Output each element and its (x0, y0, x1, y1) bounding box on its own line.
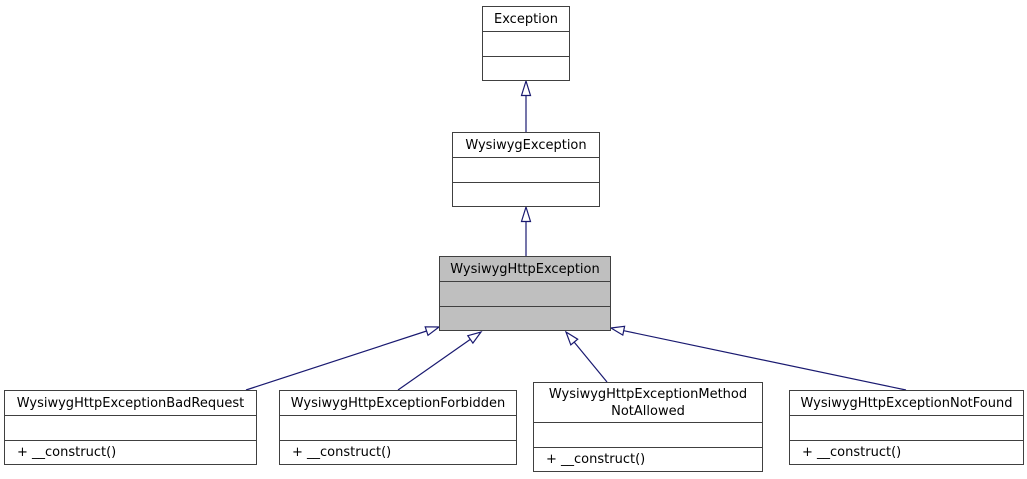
class-methods-compartment (453, 183, 599, 206)
class-title: Exception (483, 7, 569, 32)
class-title: WysiwygHttpExceptionMethod NotAllowed (534, 383, 762, 423)
class-attributes-compartment (440, 282, 610, 307)
class-node-wysiwyghttpexceptionbadrequest[interactable]: WysiwygHttpExceptionBadRequest + __const… (4, 390, 257, 465)
class-methods-compartment (483, 57, 569, 80)
class-node-wysiwyghttpexception[interactable]: WysiwygHttpException (439, 256, 611, 331)
class-title: WysiwygHttpException (440, 257, 610, 282)
class-methods-compartment (440, 307, 610, 330)
class-attributes-compartment (453, 158, 599, 183)
edge-line-methodnotallowed (573, 341, 608, 383)
edge-arrowhead (466, 330, 483, 345)
class-title: WysiwygException (453, 133, 599, 158)
edge-arrowhead (609, 325, 626, 337)
edge-line-forbidden (397, 338, 471, 391)
class-methods-compartment: + __construct() (17, 445, 117, 460)
class-methods-compartment: + __construct() (546, 452, 646, 467)
class-title: WysiwygHttpExceptionForbidden (280, 391, 516, 416)
class-node-wysiwyghttpexceptionmethodnotallowed[interactable]: WysiwygHttpExceptionMethod NotAllowed + … (533, 382, 763, 472)
class-attributes-compartment (534, 423, 762, 448)
class-attributes-compartment (483, 32, 569, 57)
class-attributes-compartment (5, 416, 256, 441)
class-methods-compartment: + __construct() (292, 445, 392, 460)
edge-arrowhead (520, 204, 532, 223)
class-node-wysiwyghttpexceptionnotfound[interactable]: WysiwygHttpExceptionNotFound + __constru… (789, 390, 1024, 465)
edge-arrowhead (564, 330, 579, 346)
class-methods-compartment: + __construct() (802, 445, 902, 460)
class-title: WysiwygHttpExceptionNotFound (790, 391, 1023, 416)
class-node-exception[interactable]: Exception (482, 6, 570, 81)
edge-line-badrequest (245, 330, 427, 391)
class-attributes-compartment (790, 416, 1023, 441)
edge-arrowhead (424, 326, 441, 337)
class-title: WysiwygHttpExceptionBadRequest (5, 391, 256, 416)
class-node-wysiwyghttpexceptionforbidden[interactable]: WysiwygHttpExceptionForbidden + __constr… (279, 390, 517, 465)
class-node-wysiwygexception[interactable]: WysiwygException (452, 132, 600, 207)
edge-arrowhead (520, 78, 532, 97)
class-attributes-compartment (280, 416, 516, 441)
